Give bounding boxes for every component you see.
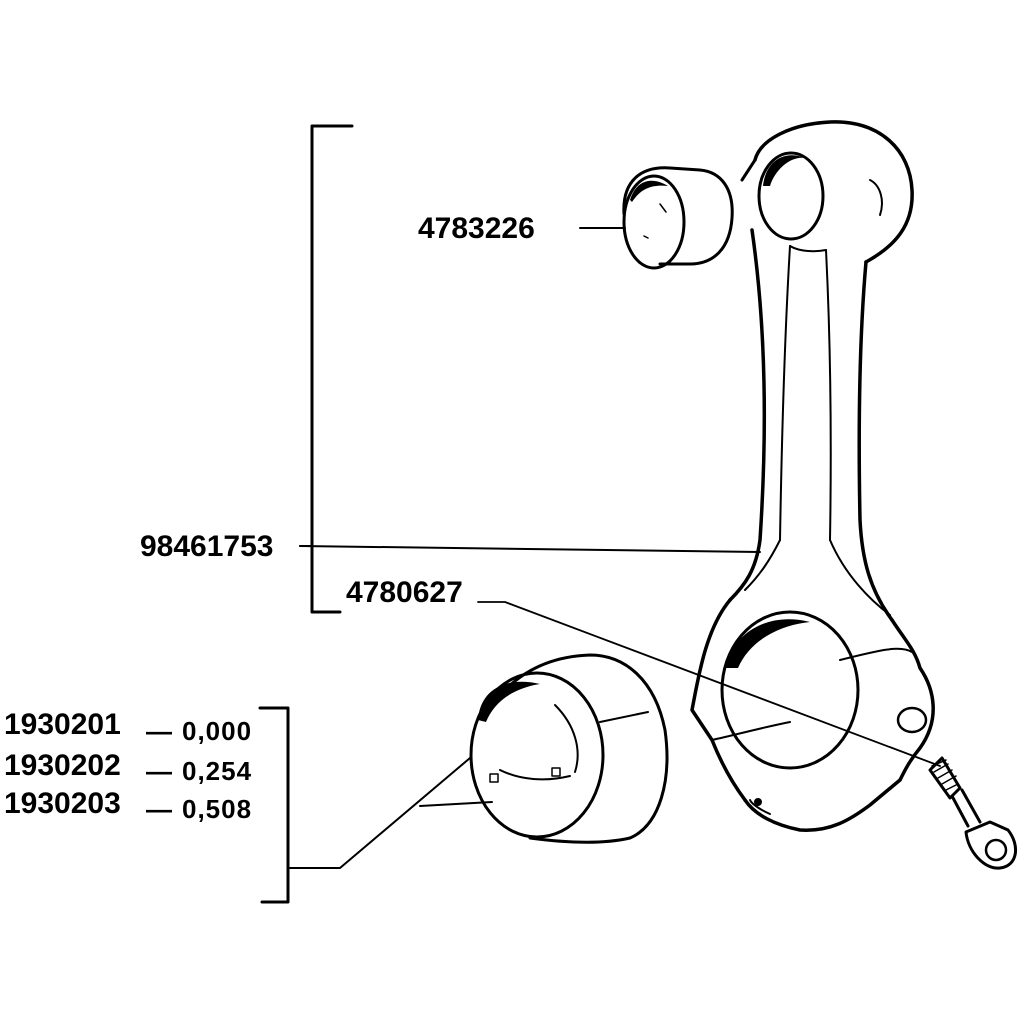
bearing-dash: —: [146, 794, 173, 824]
bearing-row: 1930202 — 0,254: [4, 749, 252, 786]
assembly-bracket: [299, 124, 354, 614]
bearing-dash: —: [146, 756, 173, 786]
big-end-bearing-illustration: [469, 653, 669, 844]
bearing-bracket: [258, 706, 290, 904]
bearing-code: 1930201: [4, 708, 121, 741]
label-cap-bolt: 4780627: [346, 576, 463, 609]
leader-lines: [289, 227, 941, 869]
bearing-row: 1930203 — 0,508: [4, 787, 252, 824]
bearing-undersize: 0,508: [182, 794, 252, 824]
connecting-rod-illustration: [690, 120, 935, 832]
bearing-row: 1930201 — 0,000: [4, 708, 252, 746]
bearing-size-list: 1930201 — 0,000 1930202 — 0,254 1930203 …: [4, 708, 252, 824]
bearing-dash: —: [146, 716, 173, 746]
cap-bolt-illustration: [928, 756, 1017, 870]
bearing-undersize: 0,254: [182, 756, 252, 786]
small-end-bush-illustration: [622, 166, 734, 270]
bearing-undersize: 0,000: [182, 716, 252, 746]
label-small-end-bush: 4783226: [418, 212, 535, 245]
bearing-code: 1930203: [4, 787, 121, 820]
bearing-code: 1930202: [4, 749, 121, 782]
label-connecting-rod-assembly: 98461753: [140, 530, 273, 563]
